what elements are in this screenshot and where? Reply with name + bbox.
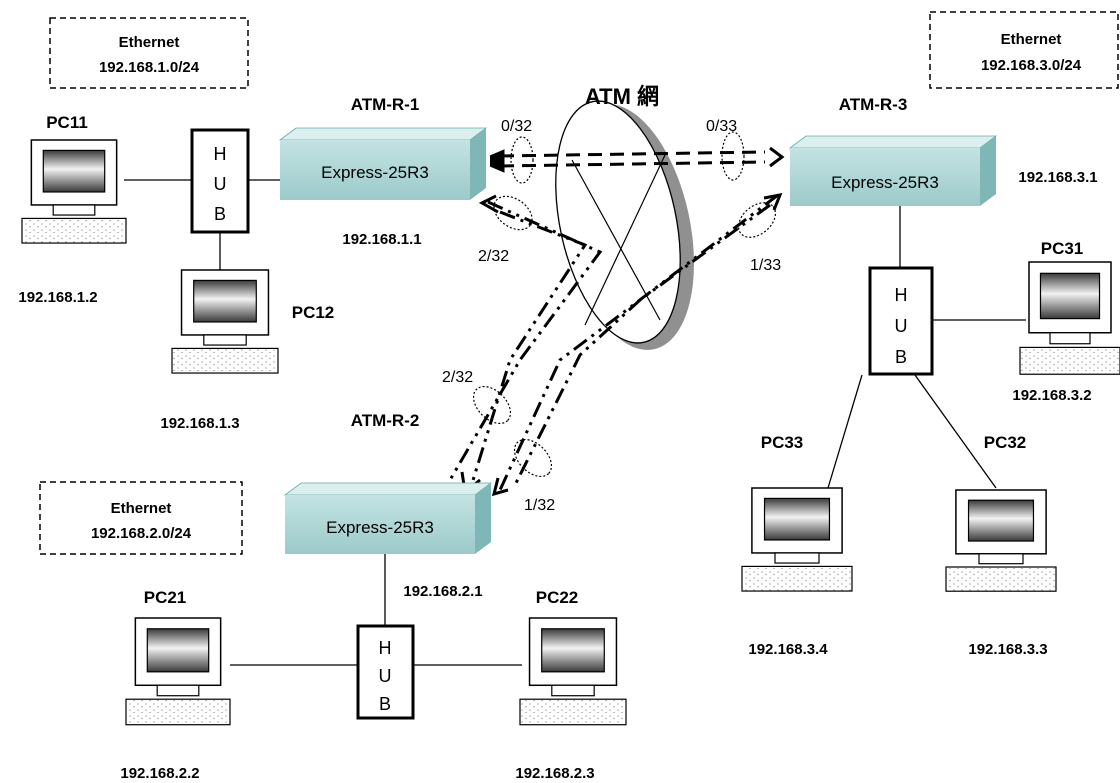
pc22-computer-icon — [519, 617, 627, 726]
router-r3-model: Express-25R3 — [831, 173, 939, 192]
hub-3-letter-u: U — [895, 316, 908, 336]
router-atm-r-3: Express-25R3 — [788, 135, 998, 206]
pc21-computer-icon — [125, 617, 231, 726]
pc21-ip: 192.168.2.2 — [120, 765, 199, 782]
pc12-name: PC12 — [292, 303, 335, 322]
pc31-name: PC31 — [1041, 239, 1084, 258]
router-r1-model: Express-25R3 — [321, 163, 429, 182]
pc22-ip: 192.168.2.3 — [515, 765, 594, 782]
router-r2-ip: 192.168.2.1 — [403, 583, 482, 600]
hub-1-letter-h: H — [214, 144, 227, 164]
pc22-name: PC22 — [536, 588, 579, 607]
router-atm-r-1: Express-25R3 — [278, 127, 488, 200]
pc11-name: PC11 — [46, 113, 88, 132]
router-r1-ip: 192.168.1.1 — [342, 231, 421, 248]
lan-wires — [124, 179, 1026, 666]
atm-network-title: ATM 網 — [585, 84, 659, 109]
vc-label-r3-from-r1: 0/33 — [706, 118, 737, 135]
pc32-computer-icon — [945, 489, 1057, 592]
pc32-ip: 192.168.3.3 — [968, 641, 1047, 658]
segment-net1-cidr: 192.168.1.0/24 — [99, 59, 200, 76]
segment-box-net3: Ethernet 192.168.3.0/24 — [929, 11, 1119, 89]
vc-label-r2-from-r3: 1/32 — [524, 497, 555, 514]
hub-3-letter-b: B — [895, 347, 907, 367]
vc-label-r3-to-r2: 1/33 — [750, 257, 781, 274]
pc11-ip: 192.168.1.2 — [18, 289, 97, 306]
hub-2-letter-h: H — [379, 638, 392, 658]
segment-net2-cidr: 192.168.2.0/24 — [91, 525, 192, 542]
pc11-computer-icon — [21, 139, 127, 244]
atm-network-cloud — [555, 100, 694, 350]
pc12-computer-icon — [171, 269, 279, 374]
segment-net3-name: Ethernet — [1001, 31, 1062, 48]
pc32-name: PC32 — [984, 433, 1027, 452]
vc-label-r1-to-r2: 2/32 — [478, 248, 509, 265]
hub-3-letter-h: H — [895, 285, 908, 305]
hub-1-letter-b: B — [214, 204, 226, 224]
segment-box-net2: Ethernet 192.168.2.0/24 — [39, 481, 243, 555]
pcs-layer — [21, 139, 1120, 726]
segment-net1-name: Ethernet — [119, 34, 180, 51]
router-r2-model: Express-25R3 — [326, 518, 434, 537]
hub-1-letter-u: U — [214, 174, 227, 194]
vc-label-r1-to-r3: 0/32 — [501, 118, 532, 135]
hub-3: H U B — [868, 266, 934, 376]
hub-2-letter-u: U — [379, 666, 392, 686]
pc31-computer-icon — [1019, 261, 1120, 375]
pc33-ip: 192.168.3.4 — [748, 641, 828, 658]
segment-net3-cidr: 192.168.3.0/24 — [981, 57, 1082, 74]
router-r1-name: ATM-R-1 — [351, 95, 420, 114]
router-atm-r-2: Express-25R3 — [283, 482, 493, 554]
hub-1: H U B — [190, 128, 250, 234]
router-r2-name: ATM-R-2 — [351, 411, 420, 430]
pc33-name: PC33 — [761, 433, 804, 452]
pc12-ip: 192.168.1.3 — [160, 415, 239, 432]
vc-label-r2-from-r1: 2/32 — [442, 369, 473, 386]
pc31-ip: 192.168.3.2 — [1012, 387, 1091, 404]
router-r3-ip: 192.168.3.1 — [1018, 169, 1097, 186]
segment-box-net1: Ethernet 192.168.1.0/24 — [49, 17, 249, 89]
hub-2-letter-b: B — [379, 694, 391, 714]
router-r3-name: ATM-R-3 — [839, 95, 908, 114]
hub-2: H U B — [356, 624, 415, 720]
pc21-name: PC21 — [144, 588, 187, 607]
pc33-computer-icon — [741, 487, 853, 592]
segment-net2-name: Ethernet — [111, 500, 172, 517]
